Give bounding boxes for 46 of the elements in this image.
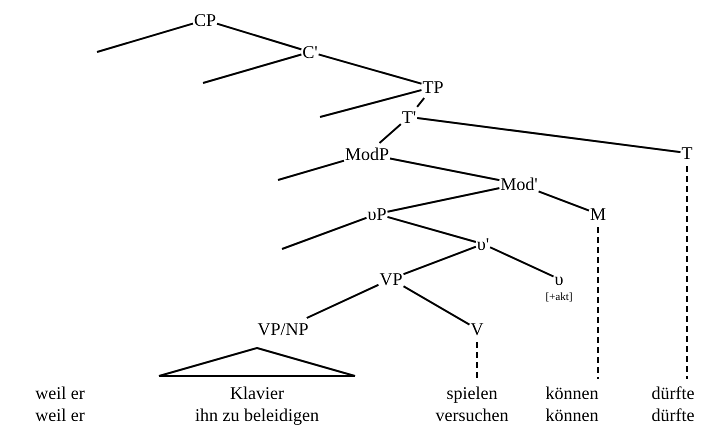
word: können (546, 406, 598, 424)
branch-line (378, 123, 402, 144)
category-label: VP (380, 269, 402, 289)
branch-line (403, 285, 470, 326)
branch-line (216, 22, 302, 50)
dashed-line (476, 342, 478, 379)
branch-line (318, 54, 422, 85)
category-label: T (682, 143, 692, 163)
triangle-shape (158, 347, 356, 377)
dashed-line (597, 227, 599, 379)
word: spielen (446, 383, 498, 403)
word: dürfte (652, 406, 694, 424)
branch-line (490, 246, 554, 278)
category-label: ModP (345, 144, 389, 164)
branch-line (387, 216, 476, 243)
branch-line (282, 216, 367, 250)
word: weil er (35, 406, 85, 424)
branch-line (320, 89, 422, 118)
category-label: M (590, 204, 606, 224)
category-label: CP (194, 10, 216, 30)
category-label: C' (302, 42, 318, 62)
word: Klavier (230, 384, 284, 402)
branch-line (538, 190, 590, 212)
branch-line (202, 54, 302, 84)
category-label: υ' (476, 234, 490, 254)
word: versuchen (436, 406, 508, 424)
category-label: VP/NP (257, 319, 309, 339)
category-label: TP (422, 77, 444, 97)
branch-line (417, 117, 681, 154)
branch-line (306, 284, 379, 319)
branch-line (390, 158, 500, 182)
category-label: V (470, 319, 484, 339)
category-label: υP (368, 204, 386, 224)
category-label: T' (402, 107, 416, 127)
branch-line (387, 187, 500, 213)
branch-line (96, 22, 194, 53)
word: dürfte (652, 383, 694, 403)
category-label: Mod' (500, 174, 538, 194)
feature-label: [+akt] (546, 292, 572, 303)
word: ihn zu beleidigen (195, 406, 319, 424)
branch-line (278, 160, 344, 181)
branch-line (416, 97, 425, 108)
word: können (546, 383, 598, 403)
dashed-line (686, 166, 688, 379)
word: weil er (35, 384, 85, 402)
branch-line (403, 246, 476, 276)
